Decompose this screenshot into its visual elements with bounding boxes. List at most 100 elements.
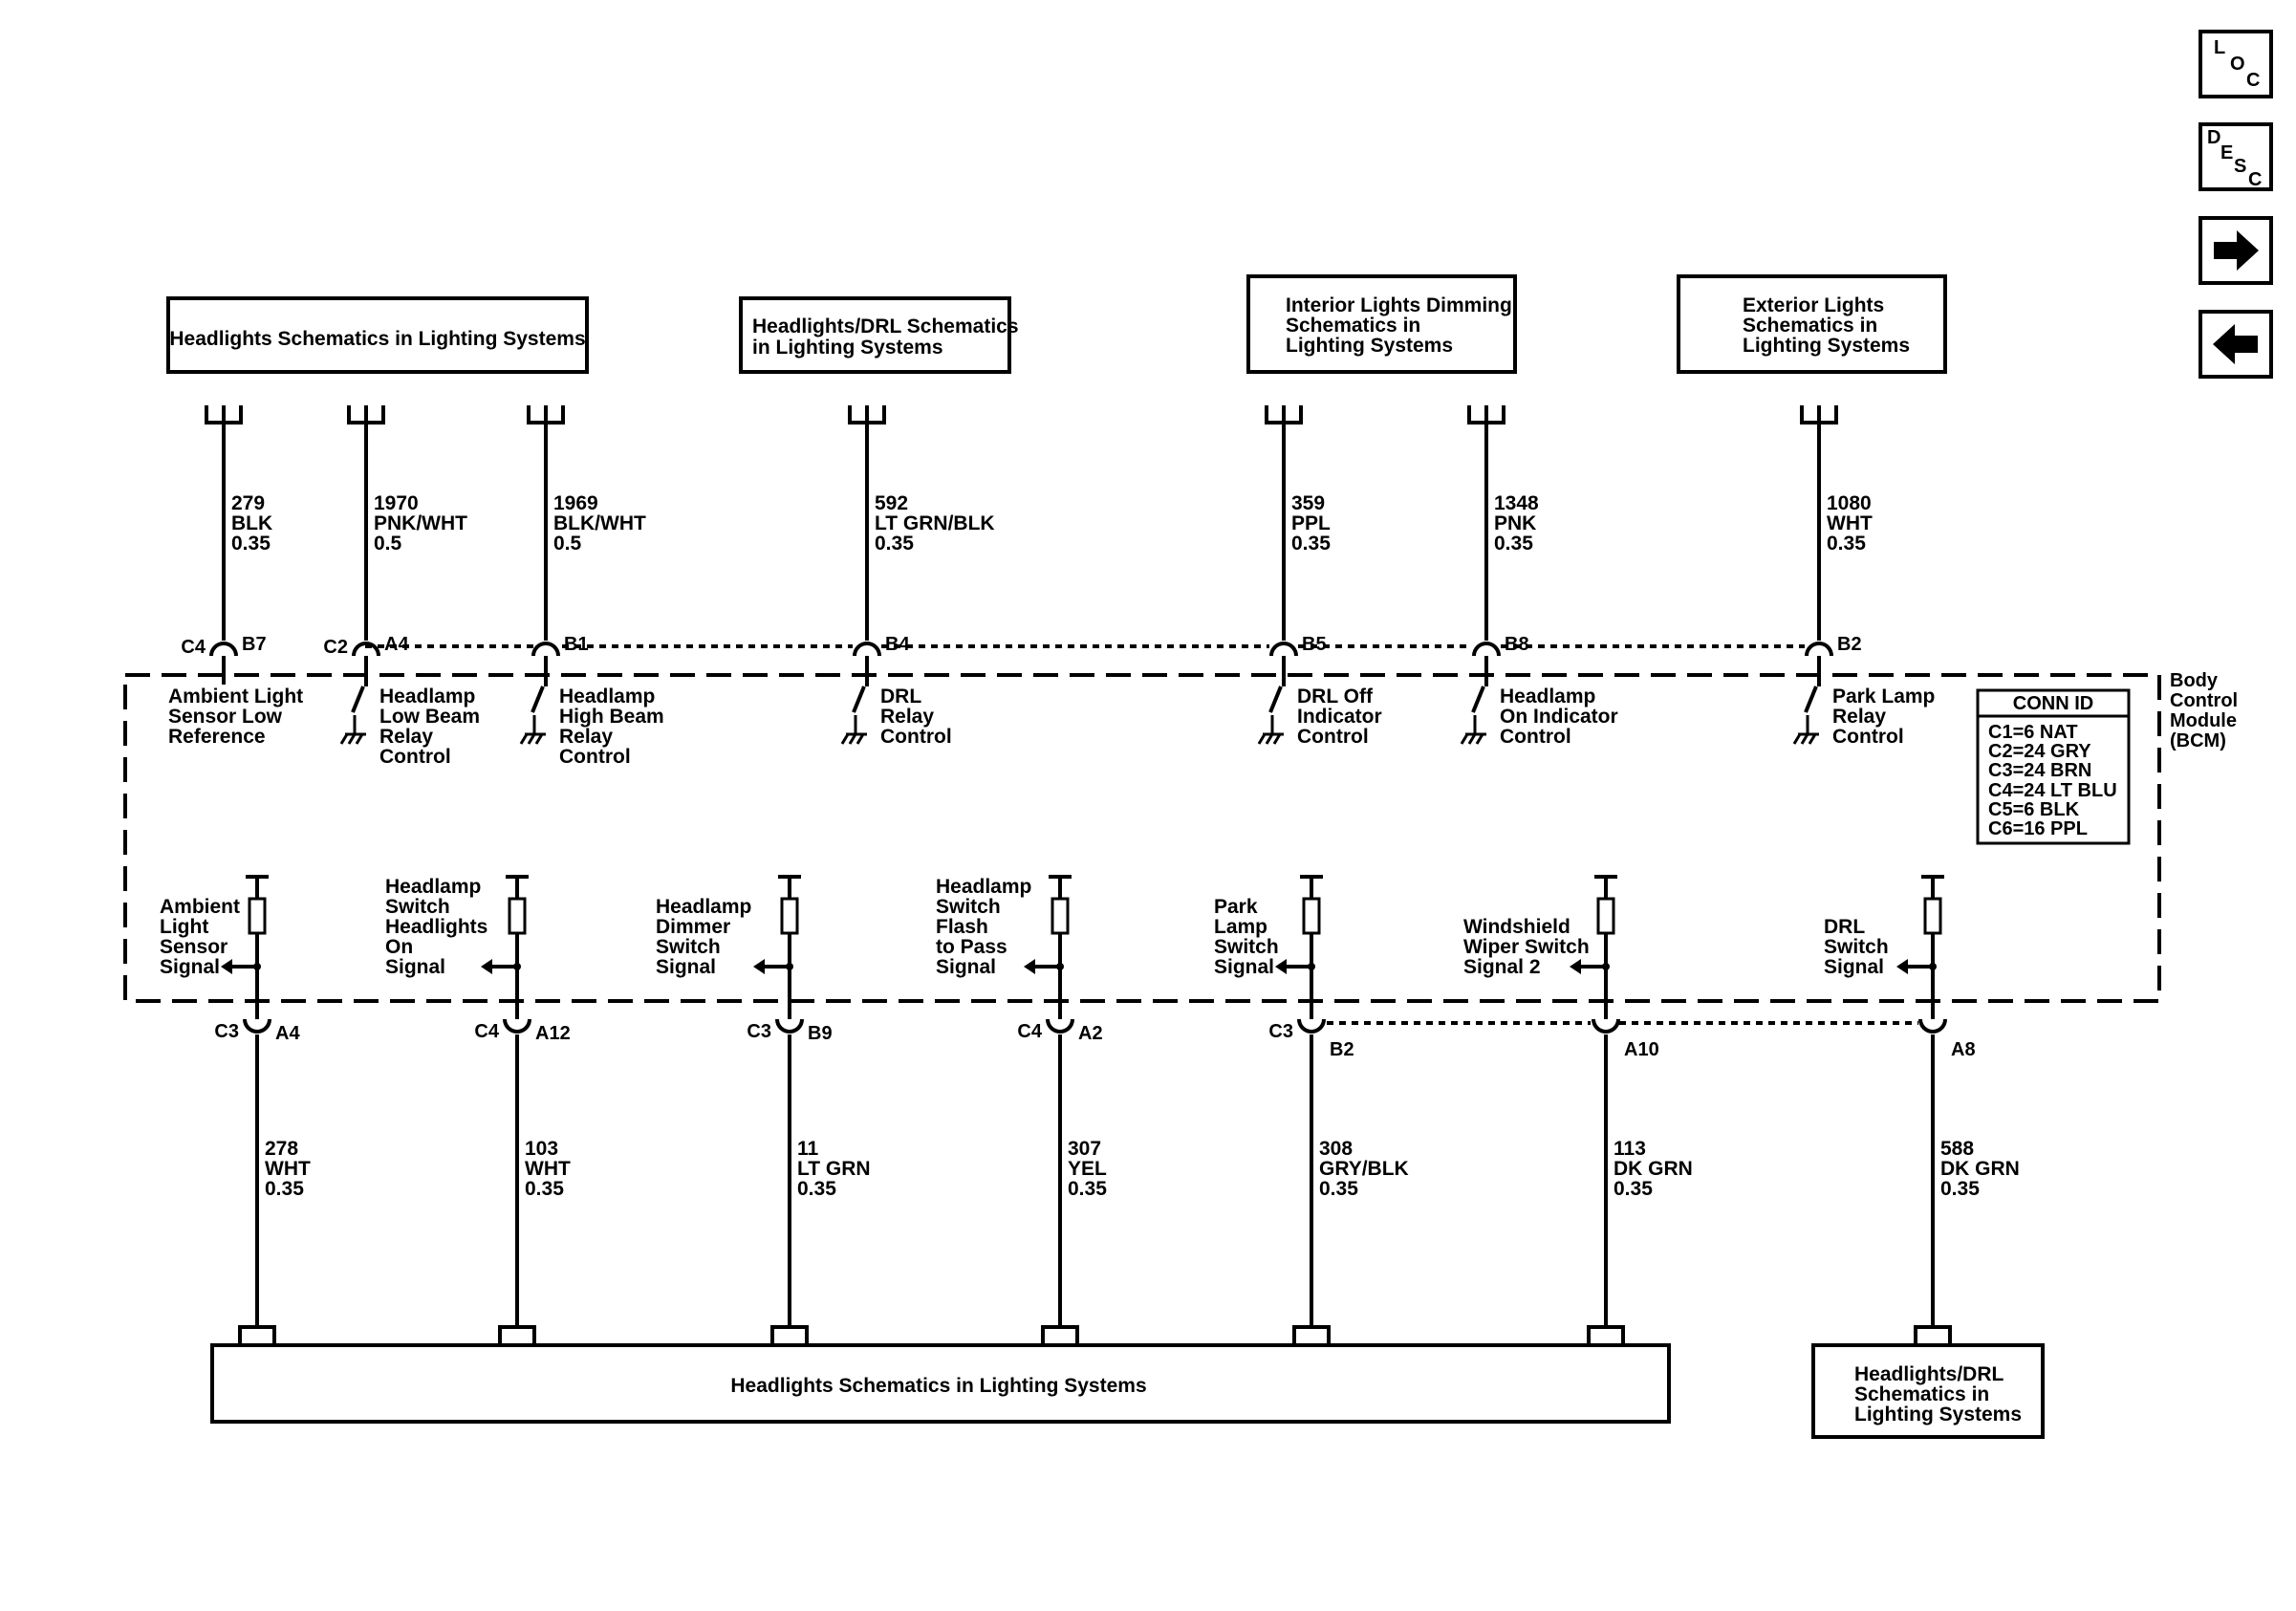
circuit-description: Headlamp	[559, 686, 655, 708]
circuit-description: Headlamp	[385, 876, 481, 898]
wire-gauge: 0.35	[1614, 1178, 1653, 1200]
circuit-description: Park	[1214, 896, 1258, 918]
conn-id-row: C3=24 BRN	[1988, 760, 2091, 781]
top-box-interior-dimming[interactable]: Interior Lights Dimming Schematics in Li…	[1246, 274, 1517, 374]
loc-button[interactable]: L O C	[2199, 30, 2273, 98]
wire-circuit-number: 11	[797, 1138, 819, 1160]
circuit-description: Flash	[936, 916, 988, 938]
connector-id: C4	[181, 637, 206, 658]
circuit-description: Signal	[656, 956, 716, 978]
circuit-description: Control	[1500, 726, 1571, 748]
bottom-box-headlights[interactable]: Headlights Schematics in Lighting System…	[210, 1343, 1671, 1424]
circuit-description: Switch	[385, 896, 450, 918]
circuit-description: Control	[1832, 726, 1904, 748]
connector-pin-symbol	[853, 642, 881, 657]
arrow-right-icon	[2214, 230, 2259, 271]
wire-color: DK GRN	[1940, 1158, 2020, 1180]
connector-pin-symbol	[209, 642, 238, 657]
wire-color: BLK/WHT	[553, 512, 646, 534]
ground-icon	[1257, 715, 1284, 745]
top-box-headlights[interactable]: Headlights Schematics in Lighting System…	[166, 296, 589, 374]
next-button[interactable]	[2199, 216, 2273, 285]
wire-gauge: 0.35	[1068, 1178, 1107, 1200]
connector-pin: B2	[1837, 634, 1862, 655]
circuit-description: Headlamp	[656, 896, 751, 918]
bottom-box-headlights-drl-line3: Lighting Systems	[1854, 1404, 2022, 1426]
connector-pin: A8	[1951, 1039, 1976, 1060]
wire-color: PNK	[1494, 512, 1536, 534]
signal-arrow-icon	[1275, 959, 1287, 974]
ground-icon	[840, 715, 867, 745]
connector-pin-symbol	[1472, 642, 1501, 657]
circuit-description: Reference	[168, 726, 266, 748]
desc-letter-s: S	[2234, 156, 2246, 177]
circuit-description: Dimmer	[656, 916, 730, 938]
connector-pin: A10	[1624, 1039, 1659, 1060]
bcm-name-line2: Control	[2170, 690, 2238, 711]
pullup-resistor	[1302, 897, 1321, 935]
circuit-description: Relay	[880, 706, 934, 728]
wire-color: WHT	[525, 1158, 571, 1180]
wire-color: GRY/BLK	[1319, 1158, 1409, 1180]
circuit-description: Indicator	[1297, 706, 1382, 728]
connector-pin: B2	[1330, 1039, 1354, 1060]
circuit-description: Lamp	[1214, 916, 1267, 938]
pullup-resistor	[780, 897, 799, 935]
circuit-description: Switch	[1824, 936, 1889, 958]
terminal-stub	[238, 1325, 276, 1344]
circuit-description: High Beam	[559, 706, 664, 728]
connector-pin-symbol	[1805, 642, 1833, 657]
wire-circuit-number: 1970	[374, 492, 419, 514]
bottom-box-headlights-drl-line1: Headlights/DRL	[1854, 1363, 2004, 1385]
pullup-resistor	[1923, 897, 1942, 935]
circuit-description: Low Beam	[379, 706, 480, 728]
circuit-description: Relay	[1832, 706, 1886, 728]
terminal-stub	[1292, 1325, 1331, 1344]
circuit-description: Sensor	[160, 936, 227, 958]
terminal-stub	[498, 1325, 536, 1344]
bcm-name-line4: (BCM)	[2170, 730, 2226, 751]
wire-color: LT GRN/BLK	[875, 512, 995, 534]
circuit-description: Light	[160, 916, 208, 938]
top-box-interior-dimming-line1: Interior Lights Dimming	[1286, 294, 1512, 316]
bottom-box-headlights-drl[interactable]: Headlights/DRL Schematics in Lighting Sy…	[1811, 1343, 2045, 1439]
circuit-description: Signal	[1824, 956, 1884, 978]
top-box-headlights-drl[interactable]: Headlights/DRL Schematics in Lighting Sy…	[739, 296, 1019, 374]
desc-button[interactable]: D E S C	[2199, 122, 2273, 191]
circuit-description: Signal 2	[1463, 956, 1541, 978]
wire-circuit-number: 359	[1291, 492, 1325, 514]
ground-icon	[1792, 715, 1819, 745]
conn-id-title: CONN ID	[2013, 693, 2093, 714]
signal-arrow-icon	[753, 959, 765, 974]
connector-pin-symbol	[1046, 1018, 1074, 1034]
bcm-name: Body Control Module (BCM)	[2170, 670, 2238, 751]
connector-pin-symbol	[243, 1018, 271, 1034]
circuit-description: Switch	[656, 936, 721, 958]
ground-icon	[519, 715, 546, 745]
desc-letter-c: C	[2248, 169, 2262, 190]
back-button[interactable]	[2199, 310, 2273, 379]
connector-id: C4	[1017, 1021, 1042, 1042]
bcm-module-outline	[123, 673, 2161, 1003]
circuit-description: Control	[880, 726, 952, 748]
wire-circuit-number: 1969	[553, 492, 598, 514]
terminal-stub	[1041, 1325, 1079, 1344]
connector-pin-symbol	[775, 1018, 804, 1034]
wire-color: BLK	[231, 512, 272, 534]
wire-gauge: 0.35	[1319, 1178, 1358, 1200]
wire-circuit-number: 307	[1068, 1138, 1101, 1160]
arrow-left-icon	[2213, 324, 2258, 364]
wire-circuit-number: 592	[875, 492, 908, 514]
top-box-exterior-lights[interactable]: Exterior Lights Schematics in Lighting S…	[1677, 274, 1947, 374]
wire-circuit-number: 1348	[1494, 492, 1539, 514]
top-box-exterior-lights-line3: Lighting Systems	[1743, 335, 1910, 357]
wire-circuit-number: 113	[1614, 1138, 1646, 1160]
connector-pin-symbol	[503, 1018, 531, 1034]
connector-pin: B9	[808, 1023, 833, 1044]
relay-control-switch	[339, 675, 368, 745]
